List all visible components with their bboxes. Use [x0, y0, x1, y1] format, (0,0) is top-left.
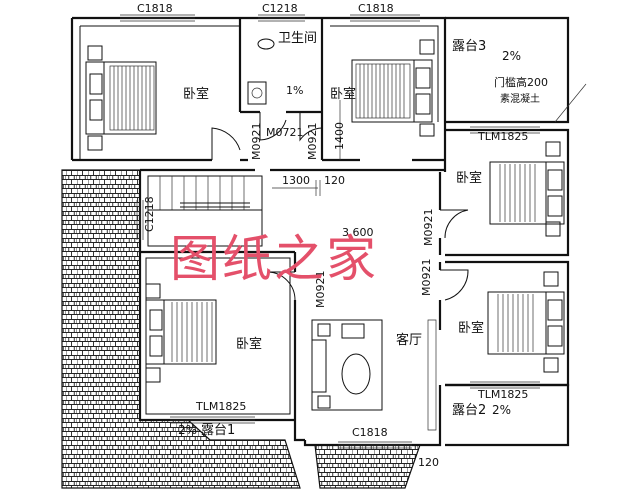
label-threshold-note: 门槛高200 — [494, 75, 548, 89]
label-door-m0921-b: M0921 — [306, 123, 319, 161]
label-window-c1818-bottom: C1818 — [352, 426, 388, 439]
label-door-m0921-a: M0921 — [250, 123, 263, 161]
label-terrace-3: 露台3 — [452, 39, 486, 54]
label-bedroom-e1: 卧室 — [456, 170, 482, 186]
label-window-c1218-top: C1218 — [262, 2, 298, 15]
stairs — [147, 175, 263, 247]
label-bathroom: 卫生间 — [278, 31, 317, 46]
label-slope-terrace-3: 2% — [502, 49, 521, 63]
label-door-m0721: M0721 — [266, 126, 304, 139]
label-door-tlm1825-east-2: TLM1825 — [477, 388, 528, 401]
bed-e2 — [487, 271, 565, 373]
label-slope-bathroom: 1% — [286, 84, 303, 97]
label-elevation: 3.600 — [342, 226, 374, 239]
label-dim-120: 120 — [324, 174, 345, 187]
label-slope-terrace-1: 2% — [178, 423, 197, 437]
label-terrace-1: 露台1 — [201, 423, 235, 438]
label-door-m0921-d: M0921 — [314, 271, 327, 309]
bed-n — [351, 39, 435, 137]
label-door-tlm1825-east: TLM1825 — [477, 130, 528, 143]
label-slope-terrace-2: 2% — [492, 403, 511, 417]
label-door-m0921-c: M0921 — [422, 209, 435, 247]
walls — [70, 16, 570, 447]
label-door-tlm1825-west: TLM1825 — [195, 400, 246, 413]
watermark-text: 图纸之家 — [170, 230, 378, 288]
label-terrace-2: 露台2 — [452, 403, 486, 418]
label-bedroom-nw: 卧室 — [183, 86, 209, 102]
label-bedroom-sw: 卧室 — [236, 336, 262, 352]
label-bedroom-e2: 卧室 — [458, 320, 484, 336]
sofa-set — [311, 319, 383, 411]
label-living-room: 客厅 — [396, 332, 422, 348]
dimension-marks — [272, 83, 587, 196]
bathroom-fixtures — [247, 38, 275, 105]
label-dim-120-bottom: 120 — [418, 456, 439, 469]
roof-tiles — [61, 169, 421, 489]
label-concrete-note: 素混凝土 — [500, 92, 540, 105]
windows — [120, 14, 540, 449]
label-bedroom-n: 卧室 — [330, 86, 356, 102]
label-window-c1218-left: C1218 — [143, 196, 156, 232]
label-door-m0921-e: M0921 — [420, 259, 433, 297]
label-window-c1818-top-right: C1818 — [358, 2, 394, 15]
bed-nw — [85, 45, 157, 151]
doors — [211, 112, 469, 301]
bed-sw — [145, 283, 217, 383]
bed-e1 — [489, 141, 565, 237]
label-dim-1300: 1300 — [282, 174, 310, 187]
label-window-c1818-top-left: C1818 — [137, 2, 173, 15]
label-dim-1400: 1400 — [333, 122, 346, 150]
